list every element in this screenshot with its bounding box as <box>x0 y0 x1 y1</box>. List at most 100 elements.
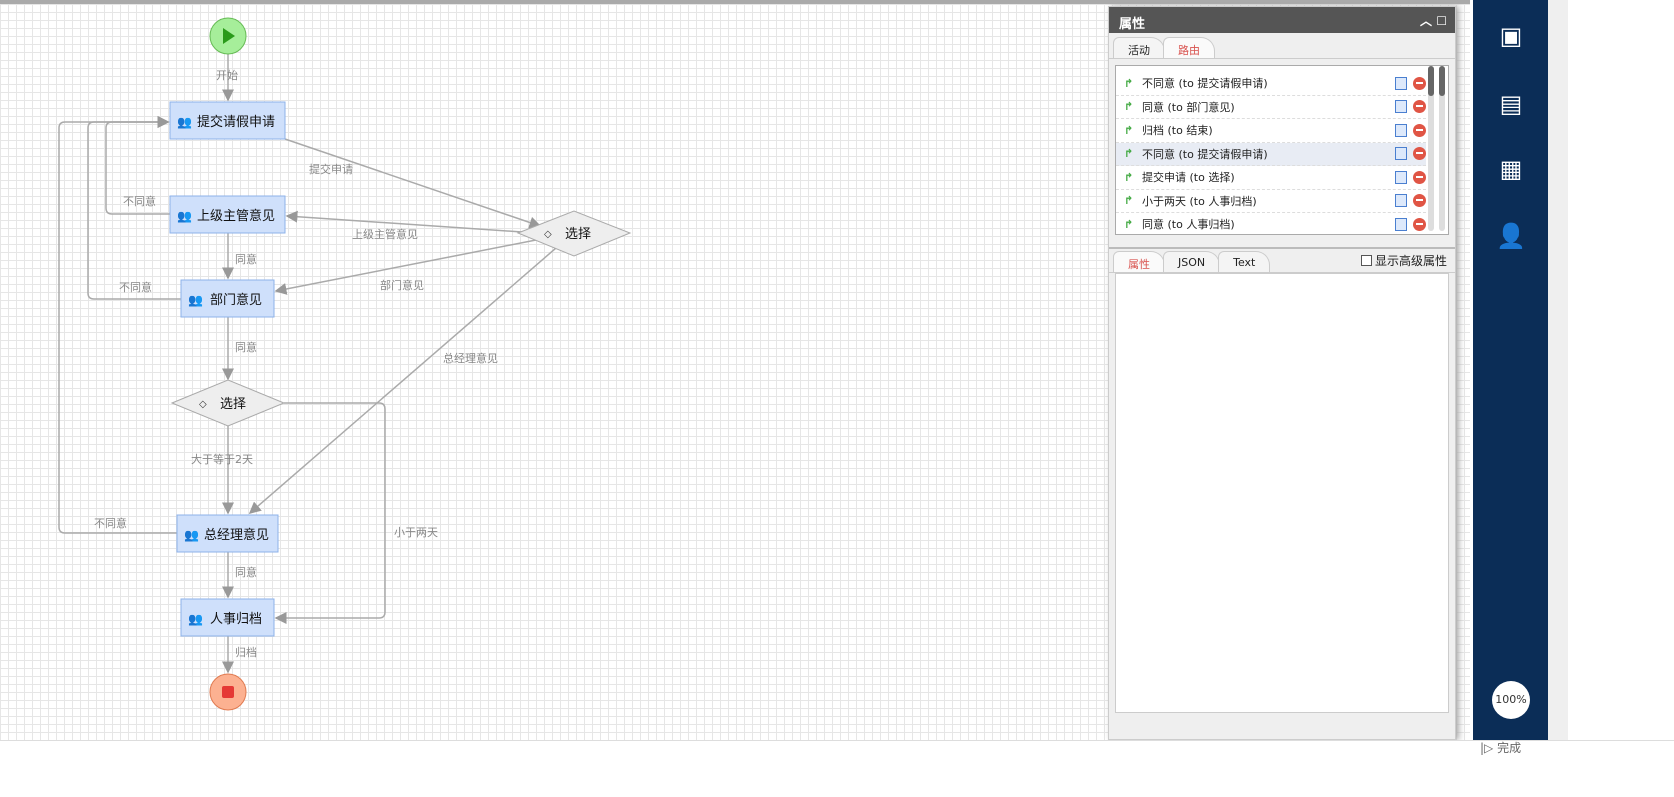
copy-icon[interactable] <box>1395 147 1407 161</box>
delete-icon[interactable] <box>1413 170 1426 184</box>
edge-label: 归档 <box>235 645 257 659</box>
route-label: 不同意 (to 提交请假申请) <box>1142 77 1268 91</box>
tab-activity[interactable]: 活动 <box>1113 37 1165 58</box>
route-label: 同意 (to 人事归档) <box>1142 218 1235 232</box>
edge-submit-choice <box>284 138 542 229</box>
route-arrow-icon: ↱ <box>1124 194 1134 208</box>
edge-label: 上级主管意见 <box>352 227 418 241</box>
route-item[interactable]: ↱ 提交申请 (to 选择) <box>1116 166 1426 190</box>
task-hr[interactable] <box>180 598 275 637</box>
edge-choice-hr <box>274 402 386 624</box>
maximize-icon[interactable]: ☐ <box>1436 14 1447 28</box>
delete-icon[interactable] <box>1413 100 1426 114</box>
route-item[interactable]: ↱ 同意 (to 部门意见) <box>1116 96 1426 119</box>
properties-panel: 属性 ︿ ☐ 活动 路由 ↱ 不同意 (to 提交请假申请) ↱ 同意 (to 部门意见… <box>1108 6 1456 740</box>
node-label: 人事归档 <box>210 612 262 627</box>
route-item[interactable]: ↱ 小于两天 (to 人事归档) <box>1116 190 1426 213</box>
edge-gm-disagree <box>58 116 177 534</box>
edge-label: 同意 <box>235 252 257 266</box>
task-submit[interactable] <box>169 101 286 140</box>
status-text: 完成 <box>1497 741 1522 755</box>
edge-label: 不同意 <box>94 516 127 530</box>
tab-properties[interactable]: 属性 <box>1113 251 1165 272</box>
edge-label: 开始 <box>216 68 238 82</box>
right-margin <box>1548 0 1568 740</box>
delete-icon[interactable] <box>1413 194 1426 208</box>
edge-label: 不同意 <box>123 194 156 208</box>
calendar-icon[interactable]: ▦ <box>1499 155 1523 183</box>
advanced-label: 显示高级属性 <box>1374 254 1447 268</box>
route-label: 归档 (to 结束) <box>1142 124 1213 138</box>
route-arrow-icon: ↱ <box>1124 170 1134 184</box>
route-label: 小于两天 (to 人事归档) <box>1142 194 1257 208</box>
tab-json[interactable]: JSON <box>1163 251 1221 272</box>
edge-label: 提交申请 <box>309 162 353 176</box>
route-label: 提交申请 (to 选择) <box>1142 171 1235 185</box>
delete-icon[interactable] <box>1413 123 1426 137</box>
edge-label: 不同意 <box>119 280 152 294</box>
route-list: ↱ 不同意 (to 提交请假申请) ↱ 同意 (to 部门意见) ↱ 归档 (to 结束)… <box>1115 65 1449 235</box>
tab-route[interactable]: 路由 <box>1163 37 1215 58</box>
delete-icon[interactable] <box>1413 217 1426 231</box>
gateway-icon: ◇ <box>544 229 552 240</box>
panel-header: 属性 ︿ ☐ <box>1109 7 1455 33</box>
user-icon: 👥 <box>184 528 199 542</box>
play-icon[interactable]: |▷ <box>1480 741 1494 755</box>
route-item[interactable]: ↱ 归档 (to 结束) <box>1116 119 1426 143</box>
collapse-icon[interactable]: ︿ <box>1420 14 1433 28</box>
node-label: 总经理意见 <box>204 527 269 543</box>
user-settings-icon[interactable]: 👤 <box>1496 222 1526 250</box>
edge-choice-dept <box>274 239 537 295</box>
edge-label: 大于等于2天 <box>191 452 253 466</box>
status-bar: |▷ 完成 <box>0 740 1674 797</box>
gateway-choice-2[interactable] <box>516 210 632 257</box>
node-label: 提交请假申请 <box>197 114 275 130</box>
scrollbar[interactable] <box>1428 66 1434 231</box>
task-dept[interactable] <box>180 279 275 318</box>
delete-icon[interactable] <box>1413 147 1426 161</box>
route-label: 不同意 (to 提交请假申请) <box>1142 147 1268 161</box>
task-gm[interactable] <box>176 514 279 553</box>
tab-text[interactable]: Text <box>1218 251 1271 272</box>
user-icon: 👥 <box>188 612 203 626</box>
copy-icon[interactable] <box>1395 123 1407 137</box>
advanced-properties-checkbox[interactable]: 显示高级属性 <box>1360 252 1447 269</box>
edge-label: 总经理意见 <box>443 351 498 365</box>
edge-dept-disagree <box>87 116 181 300</box>
route-arrow-icon: ↱ <box>1124 100 1134 114</box>
copy-icon[interactable] <box>1395 217 1407 231</box>
route-item[interactable]: ↱同意 (to 人事归档) <box>1116 213 1426 234</box>
scrollbar[interactable] <box>1439 66 1445 231</box>
copy-icon[interactable] <box>1395 100 1407 114</box>
copy-icon[interactable] <box>1395 170 1407 184</box>
start-node[interactable] <box>209 17 247 55</box>
properties-content[interactable] <box>1115 273 1449 713</box>
gateway-choice-1[interactable] <box>170 379 286 427</box>
right-sidebar: ▣ ▤ ▦ 👤 100% <box>1473 0 1548 740</box>
route-arrow-icon: ↱ <box>1124 147 1134 161</box>
news-icon[interactable]: ▤ <box>1499 90 1523 118</box>
node-label: 上级主管意见 <box>197 208 275 224</box>
zoom-level[interactable]: 100% <box>1492 681 1530 719</box>
node-label: 选择 <box>220 397 246 412</box>
user-icon: 👥 <box>177 115 192 129</box>
gateway-icon: ◇ <box>199 399 207 410</box>
edge-label: 部门意见 <box>380 278 424 292</box>
edge-label: 同意 <box>235 565 257 579</box>
end-node[interactable] <box>209 673 247 711</box>
copy-icon[interactable] <box>1395 194 1407 208</box>
route-arrow-icon: ↱ <box>1124 76 1134 90</box>
route-label: 同意 (to 部门意见) <box>1142 100 1235 114</box>
workflow-diagram[interactable]: 开始 提交申请 不同意 上级主管意见 同意 不同意 部门意见 同意 总经理意见 … <box>0 4 1108 744</box>
delete-icon[interactable] <box>1413 76 1426 90</box>
route-item[interactable]: ↱ 不同意 (to 提交请假申请) <box>1116 142 1426 166</box>
monitor-user-icon[interactable]: ▣ <box>1499 22 1523 50</box>
route-item[interactable]: ↱ 不同意 (to 提交请假申请) <box>1116 72 1426 96</box>
edge-label: 同意 <box>235 340 257 354</box>
node-label: 部门意见 <box>210 292 262 308</box>
copy-icon[interactable] <box>1395 76 1407 90</box>
panel-title: 属性 <box>1119 17 1146 32</box>
node-label: 选择 <box>565 227 591 242</box>
task-supervisor[interactable] <box>169 195 286 234</box>
route-arrow-icon: ↱ <box>1124 123 1134 137</box>
